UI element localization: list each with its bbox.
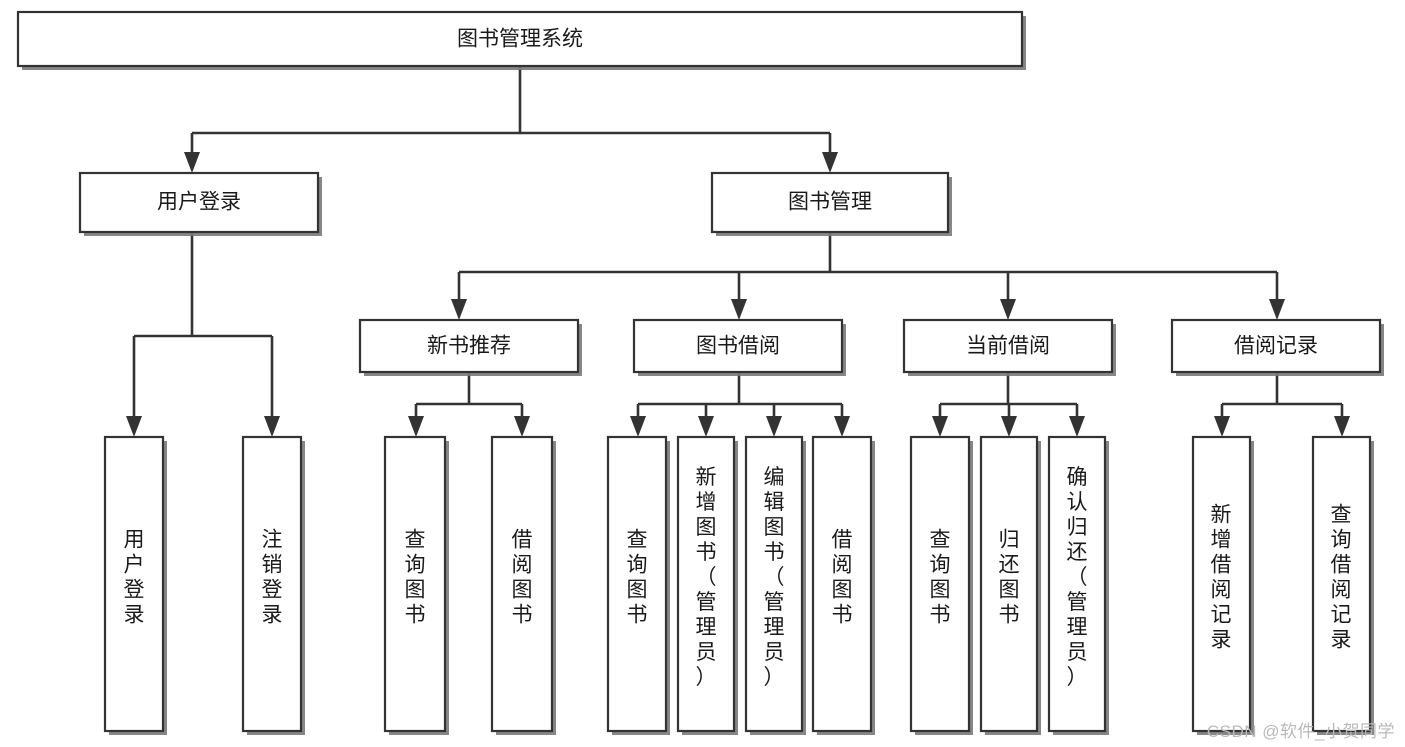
node-leaf-user-logout-rect [241,435,303,733]
node-leaf-borrow-book-1-label: 借阅图书 [512,529,533,627]
node-leaf-user-logout[interactable]: 注销登录 [241,435,305,735]
node-new-book-recommend[interactable]: 新书推荐 [358,318,582,376]
node-leaf-query-book-1-rect [383,435,447,733]
arrow-head-leaf-borrow-book-1 [514,416,530,437]
node-book-management-rect [710,171,950,234]
node-leaf-add-record-rect [1191,435,1252,733]
node-leaf-add-book-rect [676,435,736,733]
arrow-head-user-login [184,152,200,173]
watermark-credit: CSDN @软件_小贺同学 [1206,722,1395,741]
node-leaf-add-book-label: 新增图书（管理员） [696,466,717,689]
arrow-head-leaf-user-login [126,416,142,437]
arrow-head-leaf-user-logout [264,416,280,437]
node-leaf-query-book-1-label: 查询图书 [405,529,426,627]
arrow-head-leaf-add-record [1214,416,1230,437]
node-user-login-label: 用户登录 [157,191,241,214]
arrow-head-current-borrow [1000,299,1016,320]
arrow-head-leaf-return-book [1001,416,1017,437]
node-leaf-user-login-rect [103,435,165,733]
node-leaf-query-record-rect [1311,435,1372,733]
node-leaf-borrow-book-1-rect [490,435,554,733]
node-leaf-return-book-label: 归还图书 [999,529,1020,627]
node-leaf-add-record-label: 新增借阅记录 [1211,504,1232,652]
node-leaf-borrow-book-2[interactable]: 借阅图书 [811,435,875,735]
node-borrow-record-label: 借阅记录 [1234,335,1318,358]
node-leaf-borrow-book-1[interactable]: 借阅图书 [490,435,556,735]
node-leaf-query-book-3-rect [909,435,971,733]
node-leaf-return-book[interactable]: 归还图书 [979,435,1041,735]
node-leaf-confirm-return[interactable]: 确认归还（管理员） [1047,435,1109,735]
node-book-borrow[interactable]: 图书借阅 [632,318,846,376]
arrow-head-book-borrow [731,299,747,320]
node-leaf-confirm-return-label: 确认归还（管理员） [1067,466,1088,689]
node-user-login-rect [78,171,320,234]
node-borrow-record[interactable]: 借阅记录 [1170,318,1384,376]
arrow-head-borrow-record [1269,299,1285,320]
node-root[interactable]: 图书管理系统 [16,10,1026,70]
arrow-head-leaf-query-book-1 [408,416,424,437]
node-borrow-record-rect [1170,318,1382,374]
arrow-head-leaf-query-book-2 [630,416,646,437]
node-leaf-user-logout-label: 注销登录 [262,529,283,627]
node-leaf-query-record-label: 查询借阅记录 [1331,504,1352,652]
node-leaf-borrow-book-2-rect [811,435,873,733]
arrow-head-leaf-query-book-3 [932,416,948,437]
node-leaf-user-login-label: 用户登录 [124,529,145,627]
node-current-borrow-label: 当前借阅 [966,335,1050,358]
node-leaf-borrow-book-2-label: 借阅图书 [832,529,853,627]
node-user-login[interactable]: 用户登录 [78,171,322,236]
arrow-head-leaf-borrow-book-2 [834,416,850,437]
node-leaf-user-login[interactable]: 用户登录 [103,435,167,735]
node-leaf-query-record[interactable]: 查询借阅记录 [1311,435,1374,735]
arrow-head-leaf-query-record [1334,416,1350,437]
node-leaf-query-book-2-rect [606,435,668,733]
node-leaf-add-record[interactable]: 新增借阅记录 [1191,435,1254,735]
connector-layer [126,66,1350,437]
node-leaf-add-book[interactable]: 新增图书（管理员） [676,435,738,735]
node-root-rect [16,10,1024,68]
node-new-book-recommend-label: 新书推荐 [427,335,511,358]
node-leaf-query-book-1[interactable]: 查询图书 [383,435,449,735]
node-leaf-confirm-return-rect [1047,435,1107,733]
arrow-head-new-book-recommend [451,299,467,320]
node-leaf-query-book-2-label: 查询图书 [627,529,648,627]
node-leaf-edit-book-rect [744,435,804,733]
node-new-book-recommend-rect [358,318,580,374]
node-leaf-query-book-2[interactable]: 查询图书 [606,435,670,735]
node-current-borrow[interactable]: 当前借阅 [902,318,1116,376]
arrow-head-leaf-add-book [698,416,714,437]
node-leaf-query-book-3-label: 查询图书 [930,529,951,627]
arrow-head-book-management [822,152,838,173]
arrow-head-leaf-confirm-return [1069,416,1085,437]
node-book-borrow-label: 图书借阅 [696,335,780,358]
node-current-borrow-rect [902,318,1114,374]
node-root-label: 图书管理系统 [457,28,583,51]
node-book-management[interactable]: 图书管理 [710,171,952,236]
node-leaf-edit-book-label: 编辑图书（管理员） [764,466,785,689]
arrow-head-leaf-edit-book [766,416,782,437]
node-leaf-query-book-3[interactable]: 查询图书 [909,435,973,735]
node-leaf-edit-book[interactable]: 编辑图书（管理员） [744,435,806,735]
node-book-management-label: 图书管理 [788,191,872,214]
node-leaf-return-book-rect [979,435,1039,733]
node-book-borrow-rect [632,318,844,374]
